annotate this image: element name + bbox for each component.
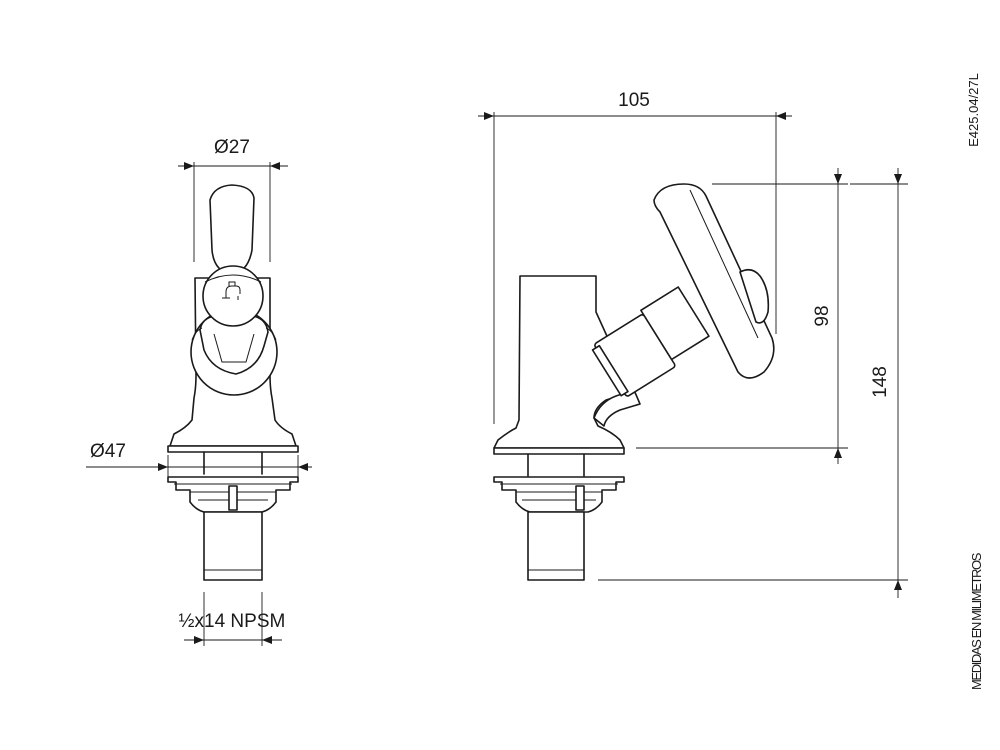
dimension-handle-height: 98 — [636, 168, 848, 464]
units-note: MEDIDAS EN MILIMETROS — [969, 552, 984, 690]
label-base-diameter: Ø47 — [90, 441, 126, 462]
label-thread: ½x14 NPSM — [179, 611, 286, 632]
dimension-total-height: 148 — [598, 168, 908, 598]
front-flange — [167, 445, 299, 453]
side-lock-nut — [493, 476, 625, 513]
front-shank — [203, 511, 263, 581]
dimension-handle-width: Ø27 — [178, 137, 288, 262]
faucet-icon — [222, 281, 241, 300]
label-total-height: 148 — [870, 366, 891, 398]
front-view — [167, 184, 299, 581]
dimension-base-diameter: Ø47 — [86, 441, 312, 478]
side-handle-lever — [653, 183, 775, 379]
side-view — [493, 183, 775, 581]
side-body — [493, 275, 633, 449]
label-handle-height: 98 — [812, 305, 833, 326]
side-spout — [593, 389, 641, 427]
front-handle-cap — [202, 265, 264, 327]
label-reach: 105 — [618, 90, 650, 111]
label-handle-width: Ø27 — [214, 137, 250, 158]
side-handle-button — [739, 268, 770, 324]
dimension-reach: 105 — [478, 90, 792, 424]
dimension-thread: ½x14 NPSM — [179, 592, 286, 646]
side-bonnet — [591, 286, 710, 397]
drawing-code: E425.04/27L — [966, 73, 981, 147]
front-handle-lower — [199, 315, 269, 375]
side-flange — [493, 447, 625, 455]
side-shank — [527, 511, 585, 581]
front-handle-lever — [209, 184, 255, 275]
